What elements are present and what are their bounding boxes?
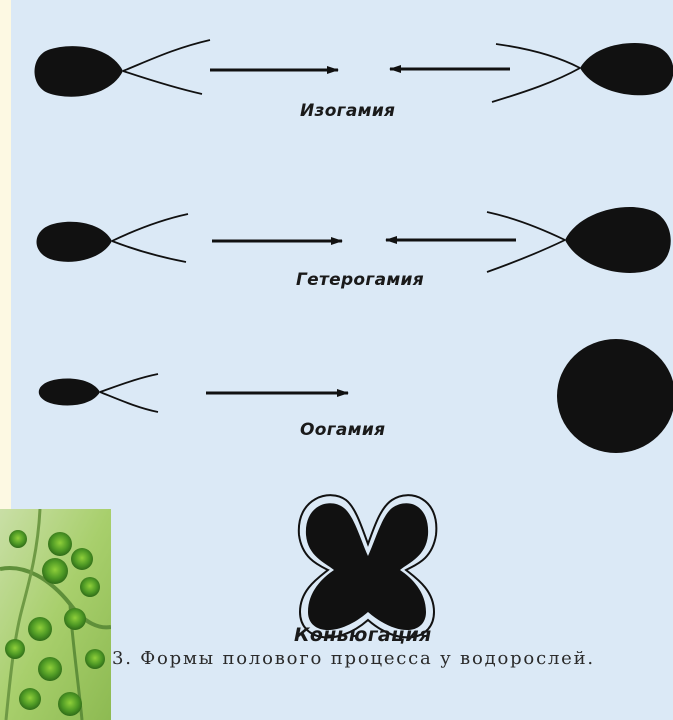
flagellum-line xyxy=(123,40,210,71)
oogamy-sperm xyxy=(39,374,158,412)
figure-caption: 3. Формы полового процесса у водорослей. xyxy=(112,648,595,669)
conjugation-cells xyxy=(299,495,437,637)
heterogamy-label: Гетерогамия xyxy=(296,270,424,290)
isogamy-gamete-left xyxy=(35,40,211,97)
oogamy-label: Оогамия xyxy=(300,420,385,440)
isogamy-gamete-right xyxy=(492,43,673,102)
flagellum-line xyxy=(487,212,565,240)
oogamy-egg-cell xyxy=(557,339,673,453)
flagellum-line xyxy=(496,44,580,68)
conjugation-label: Коньюгация xyxy=(294,624,432,646)
flagellum-line xyxy=(487,240,565,272)
algae-photo xyxy=(0,509,111,720)
heterogamy-gamete-left xyxy=(37,214,189,262)
flagellum-line xyxy=(112,241,186,262)
flagellum-line xyxy=(100,374,158,392)
flagellum-line xyxy=(100,392,158,412)
flagellum-line xyxy=(112,214,188,241)
flagellum-line xyxy=(492,68,580,102)
flagellum-line xyxy=(123,71,202,94)
isogamy-label: Изогамия xyxy=(300,101,395,121)
